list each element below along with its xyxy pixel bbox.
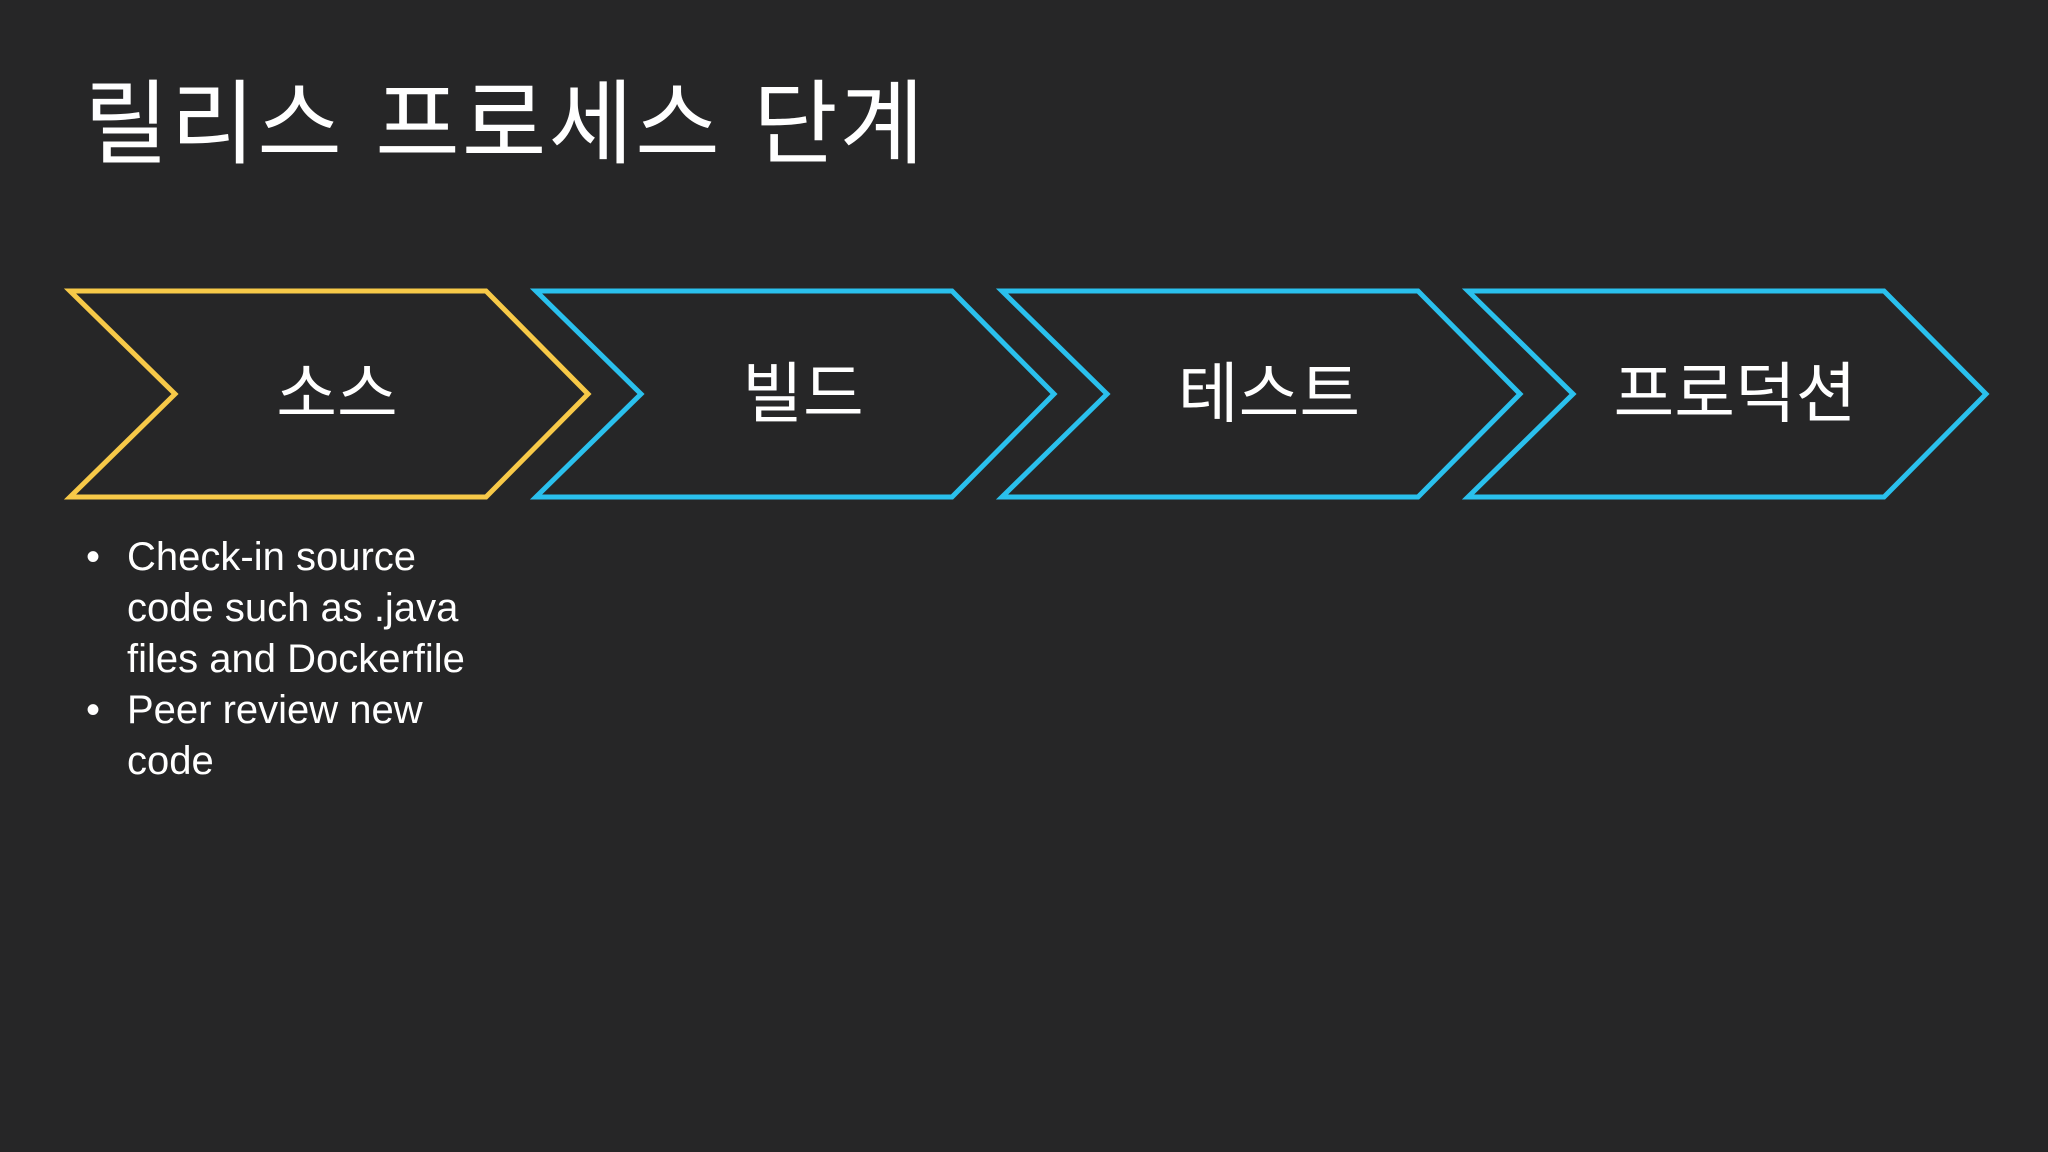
stage-source-chevron <box>63 288 592 500</box>
stage-test: 테스트 <box>995 288 1524 500</box>
stage-production: 프로덕션 <box>1461 288 1990 500</box>
note-item: • Check-in source code such as .java fil… <box>84 532 484 685</box>
note-text: Peer review new code <box>127 688 423 783</box>
stage-production-label: 프로덕션 <box>1614 356 1857 433</box>
note-item: • Peer review new code <box>84 685 484 787</box>
stage-build-chevron <box>529 288 1058 500</box>
bullet-glyph: • <box>86 535 101 579</box>
stage-source-label: 소스 <box>276 356 397 433</box>
note-text: Check-in source code such as .java files… <box>127 535 465 681</box>
slide-title: 릴리스 프로세스 단계 <box>84 71 927 178</box>
stage-build: 빌드 <box>529 288 1058 500</box>
stage-source: 소스 <box>63 288 592 500</box>
stage-build-label: 빌드 <box>742 356 863 433</box>
bullet-glyph: • <box>86 688 101 732</box>
stage-test-label: 테스트 <box>1178 356 1360 433</box>
stage-test-chevron <box>995 288 1524 500</box>
stage-production-chevron <box>1461 288 1990 500</box>
source-stage-notes: • Check-in source code such as .java fil… <box>84 532 484 787</box>
